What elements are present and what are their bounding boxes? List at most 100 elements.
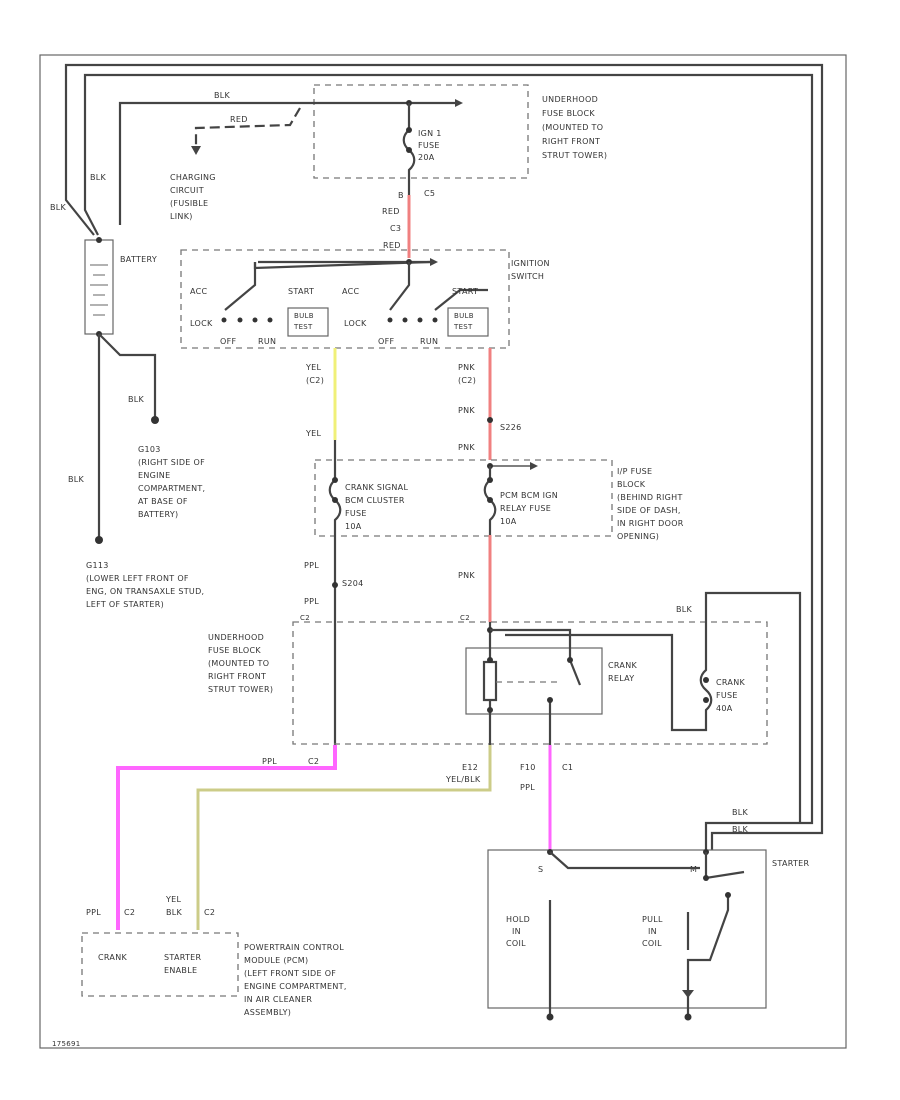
svg-text:G103: G103 bbox=[138, 445, 161, 454]
e12-label: E12 bbox=[462, 763, 478, 772]
svg-text:RELAY FUSE: RELAY FUSE bbox=[500, 504, 551, 513]
ip-fuse-block bbox=[314, 459, 613, 537]
crank-fuse-label: CRANK FUSE 40A bbox=[716, 678, 745, 713]
blk-left2-label: BLK bbox=[90, 173, 107, 182]
start1-label: START bbox=[288, 287, 314, 296]
ppl1-label: PPL bbox=[304, 561, 319, 570]
svg-text:ENGINE COMPARTMENT,: ENGINE COMPARTMENT, bbox=[244, 982, 347, 991]
svg-text:POWERTRAIN CONTROL: POWERTRAIN CONTROL bbox=[244, 943, 344, 952]
m-term-label: M bbox=[690, 865, 697, 874]
blk-s1-label: BLK bbox=[732, 808, 749, 817]
pnk-c2-label: PNK bbox=[458, 363, 475, 372]
svg-text:ENG, ON TRANSAXLE STUD,: ENG, ON TRANSAXLE STUD, bbox=[86, 587, 204, 596]
svg-text:IN: IN bbox=[512, 927, 521, 936]
red1-label: RED bbox=[382, 207, 400, 216]
svg-text:SIDE OF DASH,: SIDE OF DASH, bbox=[617, 506, 681, 515]
off1-label: OFF bbox=[220, 337, 236, 346]
crank-pcm-label: CRANK bbox=[98, 953, 127, 962]
svg-text:RELAY: RELAY bbox=[608, 674, 635, 683]
off2-label: OFF bbox=[378, 337, 394, 346]
svg-text:(LEFT FRONT SIDE OF: (LEFT FRONT SIDE OF bbox=[244, 969, 336, 978]
blk-lower-label: BLK bbox=[68, 475, 85, 484]
starter-box bbox=[487, 849, 767, 1009]
bus-arrow-icon bbox=[455, 99, 463, 107]
c2-pcm2-label: C2 bbox=[204, 908, 215, 917]
svg-text:(BEHIND RIGHT: (BEHIND RIGHT bbox=[617, 493, 683, 502]
yel-blk-wire bbox=[196, 745, 492, 930]
svg-text:ENABLE: ENABLE bbox=[164, 966, 197, 975]
g103-label: G103 (RIGHT SIDE OF ENGINE COMPARTMENT, … bbox=[138, 445, 205, 519]
bulb-test2-label: BULB bbox=[454, 312, 474, 320]
yel-blk-label: YEL/BLK bbox=[445, 775, 481, 784]
charging-circuit-label: CHARGING CIRCUIT (FUSIBLE LINK) bbox=[170, 173, 216, 221]
s226-label: S226 bbox=[500, 423, 522, 432]
svg-text:RIGHT FRONT: RIGHT FRONT bbox=[208, 672, 266, 681]
red2-label: RED bbox=[383, 241, 401, 250]
svg-text:(LOWER LEFT FRONT OF: (LOWER LEFT FRONT OF bbox=[86, 574, 189, 583]
starter-solenoid-wire bbox=[549, 851, 745, 1015]
svg-text:RIGHT FRONT: RIGHT FRONT bbox=[542, 137, 600, 146]
svg-text:CRANK SIGNAL: CRANK SIGNAL bbox=[345, 483, 408, 492]
start2-label: START bbox=[452, 287, 478, 296]
svg-text:HOLD: HOLD bbox=[506, 915, 530, 924]
svg-text:20A: 20A bbox=[418, 153, 435, 162]
svg-text:AT BASE OF: AT BASE OF bbox=[138, 497, 188, 506]
lock2-label: LOCK bbox=[344, 319, 367, 328]
crank-signal-fuse bbox=[328, 440, 342, 590]
svg-text:CRANK: CRANK bbox=[608, 661, 637, 670]
svg-text:LINK): LINK) bbox=[170, 212, 193, 221]
svg-text:10A: 10A bbox=[345, 522, 362, 531]
s204-label: S204 bbox=[342, 579, 364, 588]
svg-text:MODULE (PCM): MODULE (PCM) bbox=[244, 956, 308, 965]
ppl-c2-label: PPL bbox=[262, 757, 277, 766]
svg-text:(C2): (C2) bbox=[458, 376, 476, 385]
crank-signal-fuse-label: CRANK SIGNAL BCM CLUSTER FUSE 10A bbox=[345, 483, 408, 531]
ign1-fuse-label: IGN 1 FUSE 20A bbox=[418, 129, 442, 162]
svg-text:G113: G113 bbox=[86, 561, 109, 570]
svg-text:ASSEMBLY): ASSEMBLY) bbox=[244, 1008, 291, 1017]
charging-arrow-icon bbox=[191, 146, 201, 155]
svg-text:ENGINE: ENGINE bbox=[138, 471, 170, 480]
ip-fuse-block-label: I/P FUSE BLOCK (BEHIND RIGHT SIDE OF DAS… bbox=[617, 467, 684, 541]
svg-text:(C2): (C2) bbox=[306, 376, 324, 385]
svg-text:FUSE BLOCK: FUSE BLOCK bbox=[542, 109, 595, 118]
ppl-pcm-label: PPL bbox=[86, 908, 101, 917]
c2b-label: C2 bbox=[460, 614, 470, 622]
ignition-switch-label: IGNITION SWITCH bbox=[511, 259, 550, 281]
battery-starter-cable-inner bbox=[83, 73, 814, 850]
ppl-wire-pcm bbox=[116, 745, 337, 930]
svg-text:FUSE: FUSE bbox=[716, 691, 738, 700]
svg-text:CHARGING: CHARGING bbox=[170, 173, 216, 182]
c5-label: C5 bbox=[424, 189, 435, 198]
svg-text:COMPARTMENT,: COMPARTMENT, bbox=[138, 484, 205, 493]
c2-pcm1-label: C2 bbox=[124, 908, 135, 917]
battery-cells bbox=[90, 264, 108, 316]
diagram-border bbox=[39, 54, 847, 1049]
svg-text:10A: 10A bbox=[500, 517, 517, 526]
s-term-label: S bbox=[538, 865, 543, 874]
acc-label: ACC bbox=[190, 287, 208, 296]
starter-ground-icon bbox=[682, 990, 694, 998]
c2a-label: C2 bbox=[300, 614, 310, 622]
pcm-box bbox=[81, 932, 239, 997]
crank-relay-coil bbox=[482, 622, 498, 745]
svg-text:I/P FUSE: I/P FUSE bbox=[617, 467, 652, 476]
svg-text:FUSE: FUSE bbox=[418, 141, 440, 150]
svg-text:IGNITION: IGNITION bbox=[511, 259, 550, 268]
crank-relay-label: CRANK RELAY bbox=[608, 661, 637, 683]
svg-text:IGN 1: IGN 1 bbox=[418, 129, 442, 138]
switch-wiper-right bbox=[389, 262, 488, 311]
switch-wiper-left bbox=[224, 262, 257, 311]
acc2-label: ACC bbox=[342, 287, 360, 296]
battery-label: BATTERY bbox=[120, 255, 157, 264]
svg-text:(MOUNTED TO: (MOUNTED TO bbox=[542, 123, 603, 132]
svg-text:PCM BCM IGN: PCM BCM IGN bbox=[500, 491, 558, 500]
svg-text:STRUT TOWER): STRUT TOWER) bbox=[542, 151, 607, 160]
svg-text:OPENING): OPENING) bbox=[617, 532, 659, 541]
svg-text:IN RIGHT DOOR: IN RIGHT DOOR bbox=[617, 519, 684, 528]
ppl2-label: PPL bbox=[304, 597, 319, 606]
svg-text:TEST: TEST bbox=[453, 323, 473, 331]
blk-pcm-label: BLK bbox=[166, 908, 183, 917]
svg-text:BATTERY): BATTERY) bbox=[138, 510, 178, 519]
